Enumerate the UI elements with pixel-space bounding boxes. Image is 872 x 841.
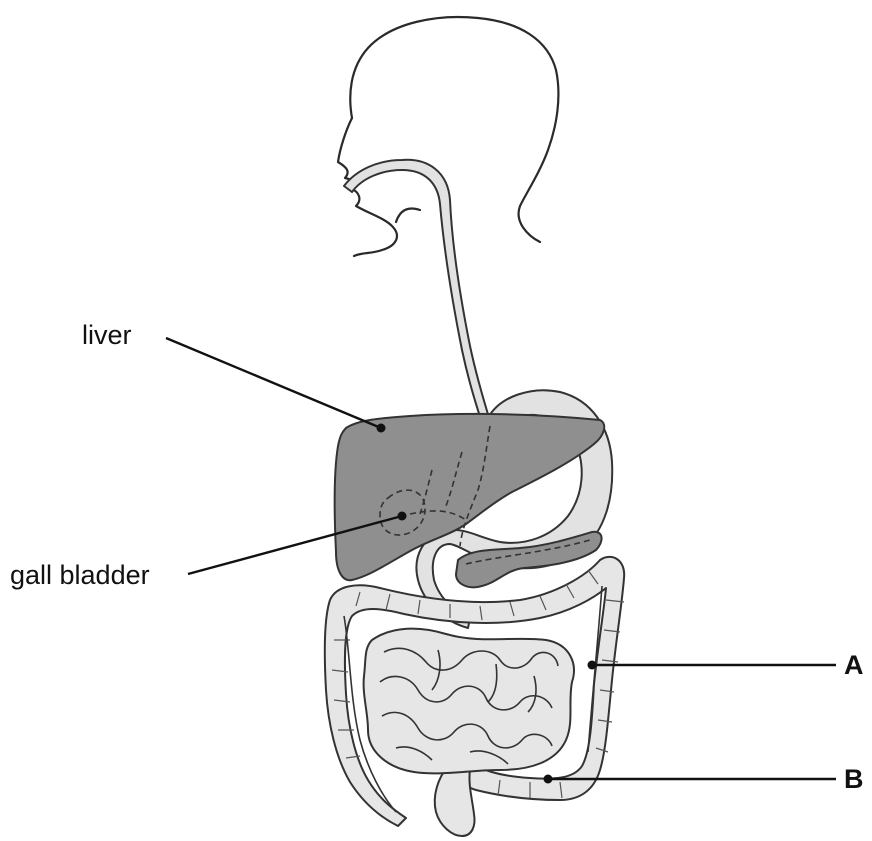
liver-pointer-dot bbox=[377, 424, 386, 433]
gall-bladder-label: gall bladder bbox=[10, 560, 150, 590]
gall-bladder-pointer-dot bbox=[398, 512, 407, 521]
label-liver: liver bbox=[82, 320, 386, 433]
liver-label: liver bbox=[82, 320, 132, 350]
oesophagus bbox=[344, 160, 494, 436]
a-pointer-dot bbox=[588, 661, 597, 670]
liver-leader-line bbox=[166, 338, 381, 428]
small-intestine bbox=[364, 629, 574, 774]
label-a: A bbox=[588, 650, 864, 680]
b-pointer-dot bbox=[544, 775, 553, 784]
b-label: B bbox=[844, 764, 864, 794]
rectum bbox=[435, 766, 475, 836]
a-label: A bbox=[844, 650, 864, 680]
